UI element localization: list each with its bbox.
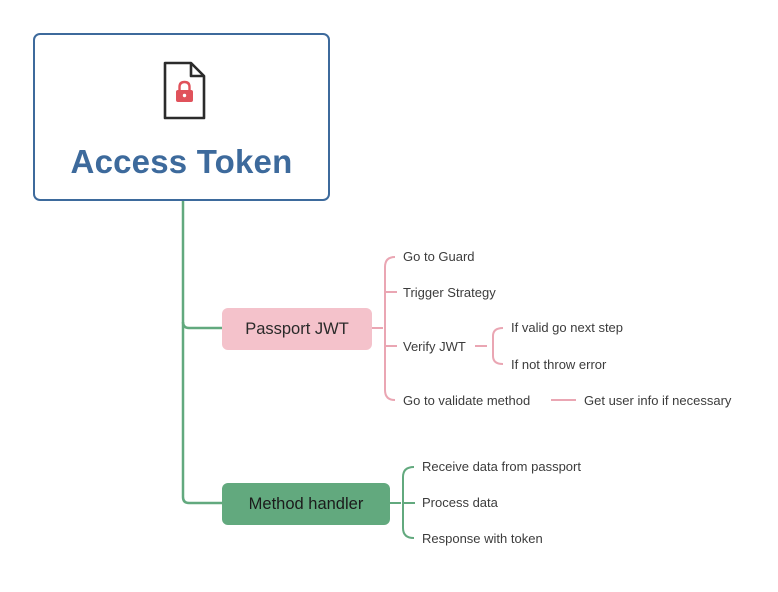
passport-bracket [384,256,396,401]
if-valid-label: If valid go next step [511,320,624,335]
receive-data-label: Receive data from passport [422,459,581,474]
process-data-label: Process data [422,495,498,510]
verify-jwt-label: Verify JWT [403,339,466,354]
trunk-to-passport-connector [181,321,222,330]
passport-jwt-node: Passport JWT [222,308,372,350]
trunk-connector [181,201,222,505]
verify-bracket [492,327,504,365]
get-user-info-label: Get user info if necessary [584,393,732,408]
trigger-strategy-label: Trigger Strategy [403,285,496,300]
locked-document-icon [163,61,206,120]
go-to-guard-label: Go to Guard [403,249,475,264]
root-node: Access Token [33,33,330,201]
root-title: Access Token [70,143,293,180]
go-to-validate-label: Go to validate method [403,393,531,408]
method-handler-node: Method handler [222,483,390,525]
if-not-label: If not throw error [511,357,607,372]
response-token-label: Response with token [422,531,543,546]
